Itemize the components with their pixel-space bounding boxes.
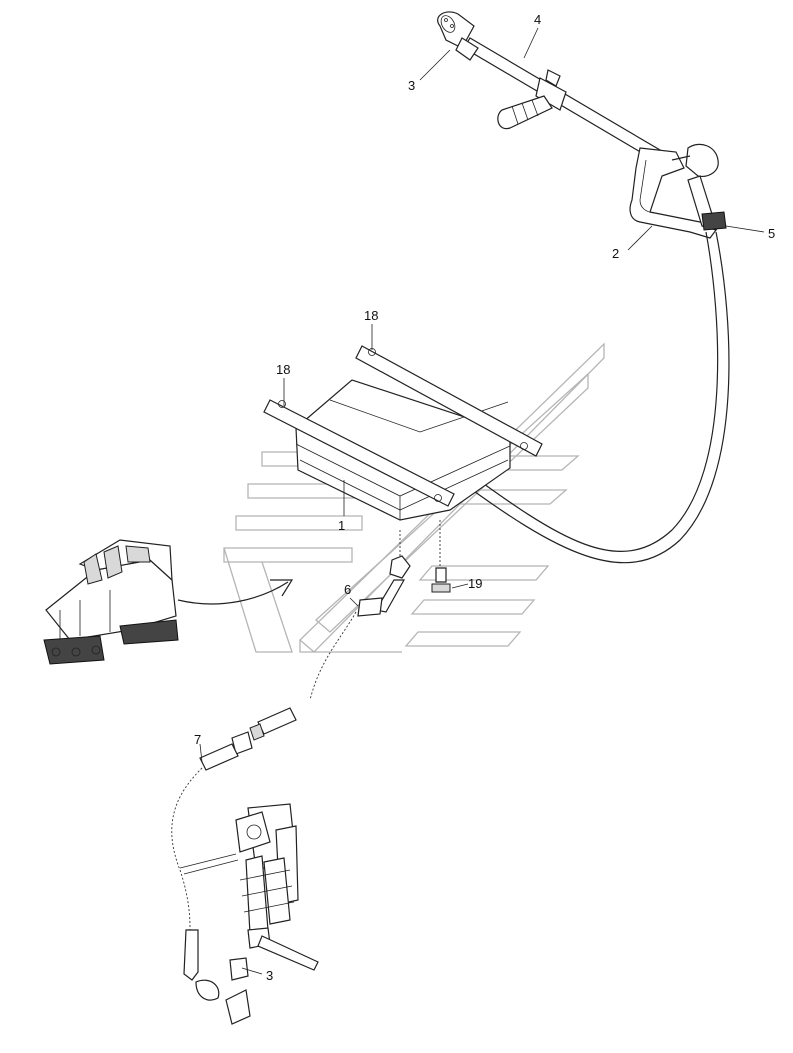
callout-6-hose: 6 [344, 582, 351, 597]
strap-upper [355, 345, 543, 457]
callout-4-lance: 4 [534, 12, 541, 27]
location-arrow [177, 581, 289, 605]
callout-18-lower-strap: 18 [276, 362, 290, 377]
callout-5-connector: 5 [768, 226, 775, 241]
strap-lower [263, 399, 455, 507]
dashed-connectors [171, 520, 441, 931]
callout-1-tank: 1 [338, 518, 345, 533]
location-arrowhead [270, 579, 294, 597]
callout-19-bolt: 19 [468, 576, 482, 591]
coupling-parts [199, 707, 297, 771]
pump-assembly [179, 803, 319, 971]
outlet-fitting [357, 555, 411, 617]
pistol-grip [629, 143, 727, 239]
callout-3-nozzle: 3 [408, 78, 415, 93]
callout-7-coupling: 7 [194, 732, 201, 747]
tank [295, 379, 511, 521]
milling-machine-icon [43, 539, 179, 665]
leader-lines [199, 27, 765, 975]
spray-lance [437, 11, 661, 161]
callout-3-fitting: 3 [266, 968, 273, 983]
callout-18-upper-strap: 18 [364, 308, 378, 323]
elbow-fittings [183, 929, 251, 1025]
callout-2-grip: 2 [612, 246, 619, 261]
bolt [431, 567, 451, 593]
hose [455, 231, 730, 564]
